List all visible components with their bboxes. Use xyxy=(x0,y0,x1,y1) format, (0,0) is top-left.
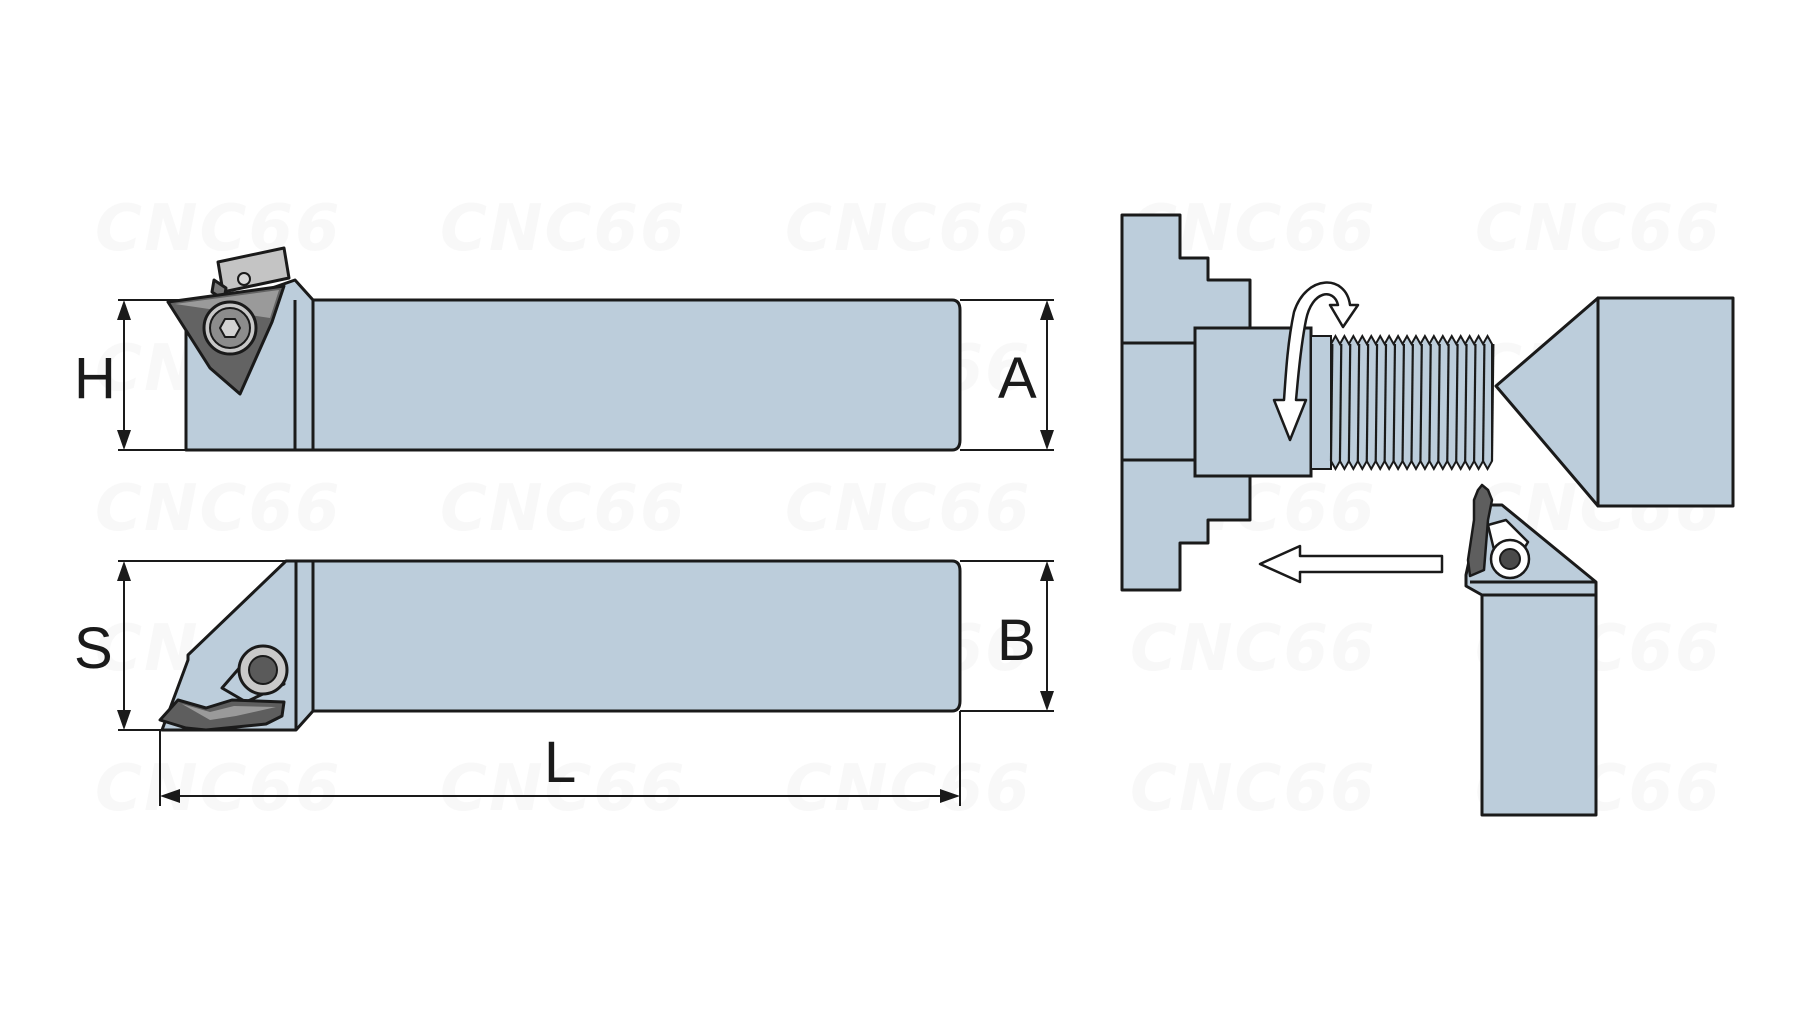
thread-line xyxy=(1455,343,1459,462)
watermark-text: CNC66 xyxy=(95,192,342,266)
external-tool-insert xyxy=(1466,483,1531,580)
watermark-text: CNC66 xyxy=(1475,192,1722,266)
dimension-B xyxy=(960,560,1054,712)
rotation-arrow-icon xyxy=(1272,281,1360,442)
tailstock xyxy=(1494,296,1735,508)
thread-line xyxy=(1347,343,1352,462)
top-clamp xyxy=(216,246,291,294)
thread-line xyxy=(1365,343,1370,462)
watermark-text: CNC66 xyxy=(95,752,342,826)
watermark-text: CNC66 xyxy=(1130,612,1377,686)
thread-line xyxy=(1329,343,1334,462)
thread-line xyxy=(1374,343,1379,462)
watermark-text: CNC66 xyxy=(1130,752,1377,826)
thread-line xyxy=(1481,343,1486,462)
dimension-A-label: A xyxy=(998,346,1037,411)
thread-line xyxy=(1410,343,1414,462)
watermark-text: CNC66 xyxy=(440,472,687,546)
thread-line xyxy=(1473,343,1477,462)
thread-line xyxy=(1392,343,1397,462)
dimension-A xyxy=(960,299,1054,451)
thread-line xyxy=(1464,343,1468,462)
watermark-text: CNC66 xyxy=(785,192,1032,266)
thread-line xyxy=(1437,343,1441,462)
thread-line xyxy=(1356,343,1361,462)
top-shank xyxy=(311,298,962,452)
feed-direction-arrow-icon xyxy=(1258,544,1444,584)
dimension-S xyxy=(117,560,286,731)
watermark-text: CNC66 xyxy=(785,472,1032,546)
thread-line xyxy=(1383,343,1388,462)
bottom-shank xyxy=(311,559,962,713)
dimension-H-label: H xyxy=(74,346,116,411)
dimension-B-label: B xyxy=(997,608,1036,673)
lathe-chuck xyxy=(1120,213,1252,592)
top-view-holder xyxy=(184,278,962,452)
watermark-text: CNC66 xyxy=(440,192,687,266)
dimension-H xyxy=(117,299,186,451)
top-insert xyxy=(166,246,291,396)
dimension-S-label: S xyxy=(74,616,113,681)
thread-line xyxy=(1490,343,1495,462)
thread-line xyxy=(1338,343,1343,462)
thread-line xyxy=(1419,343,1423,462)
thread-line xyxy=(1446,343,1450,462)
threaded-section xyxy=(1310,333,1495,472)
dimension-L xyxy=(159,711,961,806)
watermark-text: CNC66 xyxy=(785,752,1032,826)
thread-line xyxy=(1401,343,1405,462)
thread-line xyxy=(1428,343,1432,462)
dimension-L-label: L xyxy=(544,730,576,795)
watermark-text: CNC66 xyxy=(95,472,342,546)
bottom-insert xyxy=(158,644,289,732)
watermark-text: CNC66 xyxy=(440,752,687,826)
